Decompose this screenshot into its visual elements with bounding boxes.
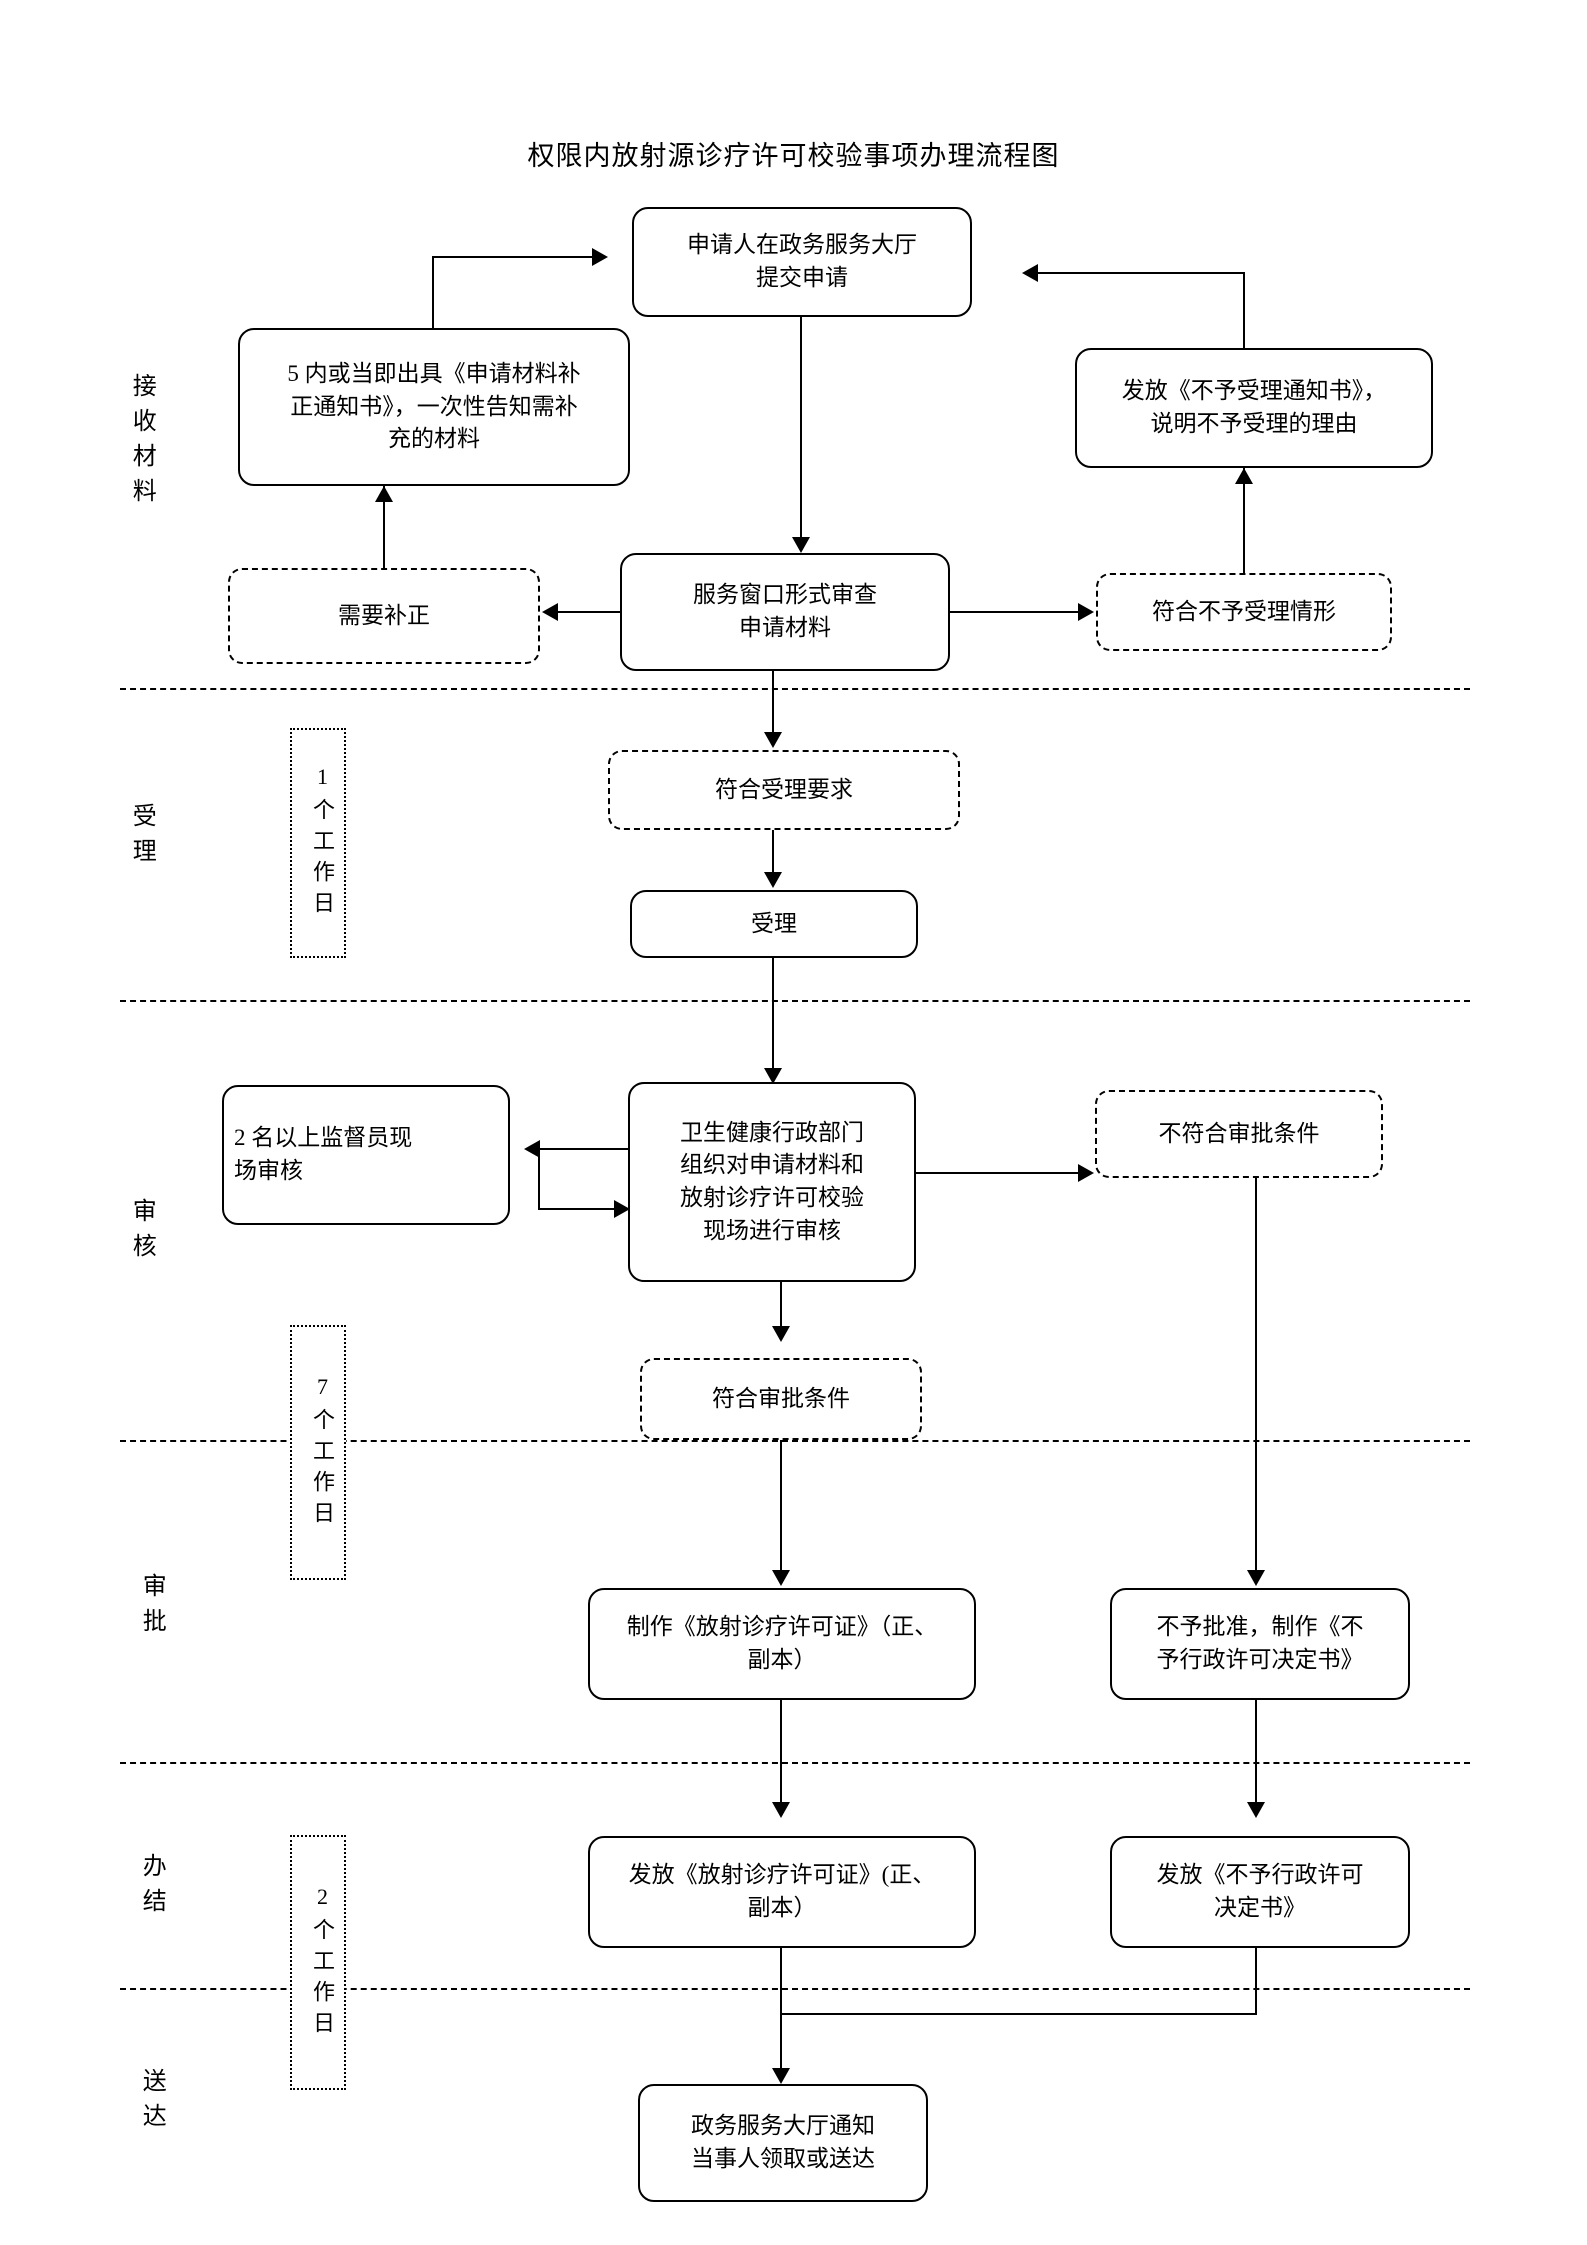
node-issue-license[interactable]: 发放《放射诊疗许可证》(正、副本） [588,1836,976,1948]
duration-box-review-approve: 7个工作日 [290,1325,346,1580]
node-meets-acceptance-requirement-text: 符合受理要求 [715,776,853,802]
node-health-dept-review[interactable]: 卫生健康行政部门组织对申请材料和放射诊疗许可校验现场进行审核 [628,1082,916,1282]
arrowhead-rejnotice-left [1022,264,1038,282]
arrowhead-correction-to-submit [592,248,608,266]
page-title: 权限内放射源诊疗许可校验事项办理流程图 [527,141,1060,171]
connector-supervisors-down [538,1148,541,1210]
divider-review-approve [120,1440,1470,1442]
arrowhead-makedis-down [1247,1802,1265,1818]
arrowhead-review-to-rejection [1078,603,1094,621]
connector-correction-right [432,256,592,259]
node-need-correction[interactable]: 需要补正 [228,568,540,664]
connector-correction-up [432,256,435,330]
duration-box-finish-deliver: 2个工作日 [290,1835,346,2090]
connector-submit-to-review [800,317,803,537]
arrowhead-approvalcond-down [772,1570,790,1586]
stage-label-approve: 审批 [138,1572,165,1643]
arrowhead-submit-to-review [792,537,810,553]
connector-merge-horizontal [780,2013,1257,2016]
connector-review-to-rejection [950,611,1078,614]
connector-accept-down [772,958,775,1068]
connector-makedis-down [1255,1700,1258,1802]
node-two-supervisors-text: 2 名以上监督员现场审核 [234,1125,413,1183]
node-meets-approval-condition[interactable]: 符合审批条件 [640,1358,922,1440]
duration-accept-text: 1个工作日 [310,764,335,922]
node-rejection-notice-text: 发放《不予受理通知书》，说明不予受理的理由 [1121,378,1387,436]
arrowhead-health-down [772,1326,790,1342]
connector-approvalcond-down [780,1440,783,1570]
stage-label-finish: 办结 [138,1852,165,1923]
divider-finish-deliver [120,1988,1470,1990]
node-health-dept-review-text: 卫生健康行政部门组织对申请材料和放射诊疗许可校验现场进行审核 [680,1119,864,1243]
arrowhead-review-to-correction [542,603,558,621]
divider-receive-accept [120,688,1470,690]
node-issue-license-text: 发放《放射诊疗许可证》(正、副本） [628,1862,936,1920]
arrowhead-acceptreq-to-accept [764,872,782,888]
duration-box-accept: 1个工作日 [290,728,346,958]
node-notify-delivery-text: 政务服务大厅通知当事人领取或送达 [691,2113,875,2171]
node-submit-application-text: 申请人在政务服务大厅提交申请 [687,232,917,290]
connector-health-to-supervisors [540,1148,630,1151]
connector-issuelic-down [780,1948,783,2068]
arrowhead-makelic-down [772,1802,790,1818]
node-meets-rejection-condition-text: 符合不予受理情形 [1152,598,1336,624]
connector-review-down [772,671,775,732]
node-rejection-notice[interactable]: 发放《不予受理通知书》，说明不予受理的理由 [1075,348,1433,468]
node-window-formal-review[interactable]: 服务窗口形式审查申请材料 [620,553,950,671]
node-need-correction-text: 需要补正 [338,602,430,628]
arrowhead-review-down [764,732,782,748]
node-accept-text: 受理 [751,910,797,936]
arrowhead-accept-down [764,1068,782,1084]
node-make-disapproval[interactable]: 不予批准，制作《不予行政许可决定书》 [1110,1588,1410,1700]
duration-review-text: 7个工作日 [310,1373,335,1532]
node-two-supervisors[interactable]: 2 名以上监督员现场审核 [222,1085,510,1225]
arrowhead-health-to-supervisors [524,1140,540,1158]
connector-issuedis-down [1255,1948,1258,2015]
connector-makelic-down [780,1700,783,1802]
arrowhead-need-correction-up [375,486,393,502]
node-window-formal-review-text: 服务窗口形式审查申请材料 [693,582,877,640]
connector-rejection-up [1243,468,1246,573]
arrowhead-rejection-up [1235,468,1253,484]
node-not-meet-approval-condition-text: 不符合审批条件 [1158,1120,1320,1146]
node-make-disapproval-text: 不予批准，制作《不予行政许可决定书》 [1156,1614,1364,1672]
connector-notmeet-down [1255,1178,1258,1570]
divider-accept-review [120,1000,1470,1002]
stage-label-deliver: 送达 [138,2067,165,2138]
stage-label-review: 审核 [128,1197,155,1268]
duration-finish-text: 2个工作日 [310,1883,335,2042]
node-correction-notice-text: 5 内或当即出具《申请材料补正通知书》，一次性告知需补充的材料 [287,361,581,452]
node-not-meet-approval-condition[interactable]: 不符合审批条件 [1095,1090,1383,1178]
arrowhead-to-notify-delivery [772,2068,790,2084]
arrowhead-notmeet-down [1247,1570,1265,1586]
node-correction-notice[interactable]: 5 内或当即出具《申请材料补正通知书》，一次性告知需补充的材料 [238,328,630,486]
node-meets-rejection-condition[interactable]: 符合不予受理情形 [1096,573,1392,651]
node-meets-acceptance-requirement[interactable]: 符合受理要求 [608,750,960,830]
connector-supervisors-to-health [538,1208,614,1211]
node-meets-approval-condition-text: 符合审批条件 [712,1385,850,1411]
connector-correction-up2 [383,486,386,568]
stage-label-accept: 受理 [128,802,155,873]
connector-acceptreq-to-accept [772,830,775,872]
arrowhead-supervisors-to-health [614,1200,630,1218]
node-accept[interactable]: 受理 [630,890,918,958]
connector-review-to-correction [558,611,620,614]
stage-label-receive: 接收材料 [128,372,155,513]
connector-health-down [780,1282,783,1326]
arrowhead-health-to-notmeet [1078,1164,1094,1182]
connector-rejnotice-left [1038,272,1245,275]
divider-approve-finish [120,1762,1470,1764]
node-issue-disapproval-text: 发放《不予行政许可决定书》 [1156,1862,1364,1920]
node-issue-disapproval[interactable]: 发放《不予行政许可决定书》 [1110,1836,1410,1948]
node-make-license-text: 制作《放射诊疗许可证》（正、副本） [626,1614,938,1672]
connector-health-to-notmeet [916,1172,1078,1175]
connector-rejnotice-up [1243,272,1246,350]
node-make-license[interactable]: 制作《放射诊疗许可证》（正、副本） [588,1588,976,1700]
node-notify-delivery[interactable]: 政务服务大厅通知当事人领取或送达 [638,2084,928,2202]
node-submit-application[interactable]: 申请人在政务服务大厅提交申请 [632,207,972,317]
